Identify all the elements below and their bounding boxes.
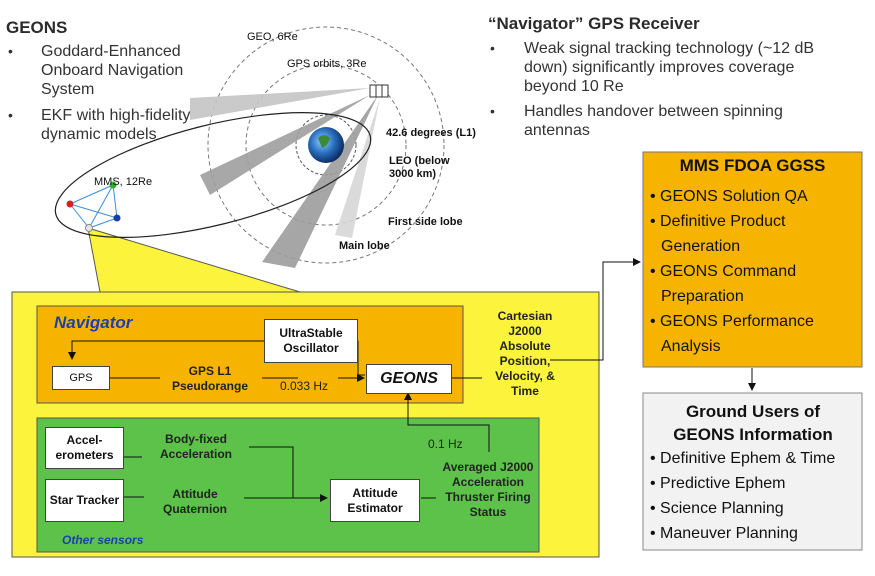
fdoa-list: • GEONS Solution QA • Definitive Product… [650, 184, 855, 359]
accel-label: Body-fixed Acceleration [159, 432, 233, 461]
other-sensors-label: Other sensors [62, 533, 144, 547]
fdoa-panel [642, 151, 863, 368]
mms-label: MMS, 12Re [94, 176, 153, 188]
bullet-dot: • [490, 103, 495, 119]
users-item: • Predictive Ephem [650, 475, 786, 492]
angle-label: 42.6 degrees (L1) [386, 127, 476, 139]
bullet-dot: • [8, 43, 13, 59]
users-list: • Definitive Ephem & Time • Predictive E… [650, 446, 855, 546]
geons-title: GEONS [6, 18, 68, 37]
mms-orbit [54, 112, 372, 238]
fdoa-item: • GEONS Performance Analysis [650, 313, 814, 355]
geons-bullet-1: Goddard-Enhanced Onboard Navigation Syst… [41, 43, 184, 98]
users-title: Ground Users of GEONS Information [673, 402, 833, 444]
fdoa-item: • GEONS Solution QA [650, 188, 808, 205]
gps-satellite [369, 84, 389, 98]
main-lobe-beam-1 [262, 95, 378, 268]
receiver-bullet-1: Weak signal tracking technology (~12 dB … [524, 40, 815, 95]
gps-box[interactable]: GPS [52, 366, 110, 390]
fdoa-item: • GEONS Command Preparation [650, 263, 797, 305]
users-item: • Maneuver Planning [650, 525, 798, 542]
bullet-dot: • [490, 40, 495, 56]
bullet-dot: • [8, 107, 13, 123]
navigator-title: Navigator [54, 313, 133, 332]
leo-label: LEO (below 3000 km) [389, 155, 450, 180]
users-item: • Definitive Ephem & Time [650, 450, 836, 467]
receiver-title: “Navigator” GPS Receiver [488, 14, 700, 33]
star-tracker-box[interactable]: Star Tracker [45, 479, 124, 522]
side-lobe-beam-1 [190, 88, 370, 120]
users-item: • Science Planning [650, 500, 784, 517]
sensors-rate: 0.1 Hz [428, 437, 463, 451]
side-lobe-beam-2 [200, 95, 370, 195]
cartesian-output: Cartesian J2000 Absolute Position, Veloc… [495, 309, 555, 398]
geons-box[interactable]: GEONS [366, 364, 452, 394]
averaged-output: Averaged J2000 Acceleration Thruster Fir… [442, 460, 534, 519]
gps-orbit [245, 64, 407, 226]
pseudorange-label: GPS L1 Pseudorange [171, 364, 249, 393]
side-lobe-label: First side lobe [388, 216, 463, 228]
attitude-estimator-box[interactable]: Attitude Estimator [330, 479, 420, 522]
attitude-label: Attitude Quaternion [162, 487, 227, 516]
users-panel [642, 392, 863, 551]
oscillator-box[interactable]: UltraStable Oscillator [264, 319, 358, 363]
geo-orbit [207, 26, 445, 264]
accelerometers-box[interactable]: Accel-erometers [45, 427, 124, 469]
fdoa-item: • Definitive Product Generation [650, 213, 786, 255]
receiver-bullet-2: Handles handover between spinning antenn… [524, 103, 783, 139]
geons-bullet-2: EKF with high-fidelity dynamic models [41, 107, 191, 143]
fdoa-title: MMS FDOA GGSS [679, 156, 826, 175]
gps-orbit-label: GPS orbits, 3Re [287, 58, 367, 70]
navigator-rate: 0.033 Hz [280, 379, 329, 393]
mms-formation [66, 181, 121, 232]
geo-label: GEO, 6Re [247, 31, 298, 43]
main-lobe-label: Main lobe [339, 240, 390, 252]
